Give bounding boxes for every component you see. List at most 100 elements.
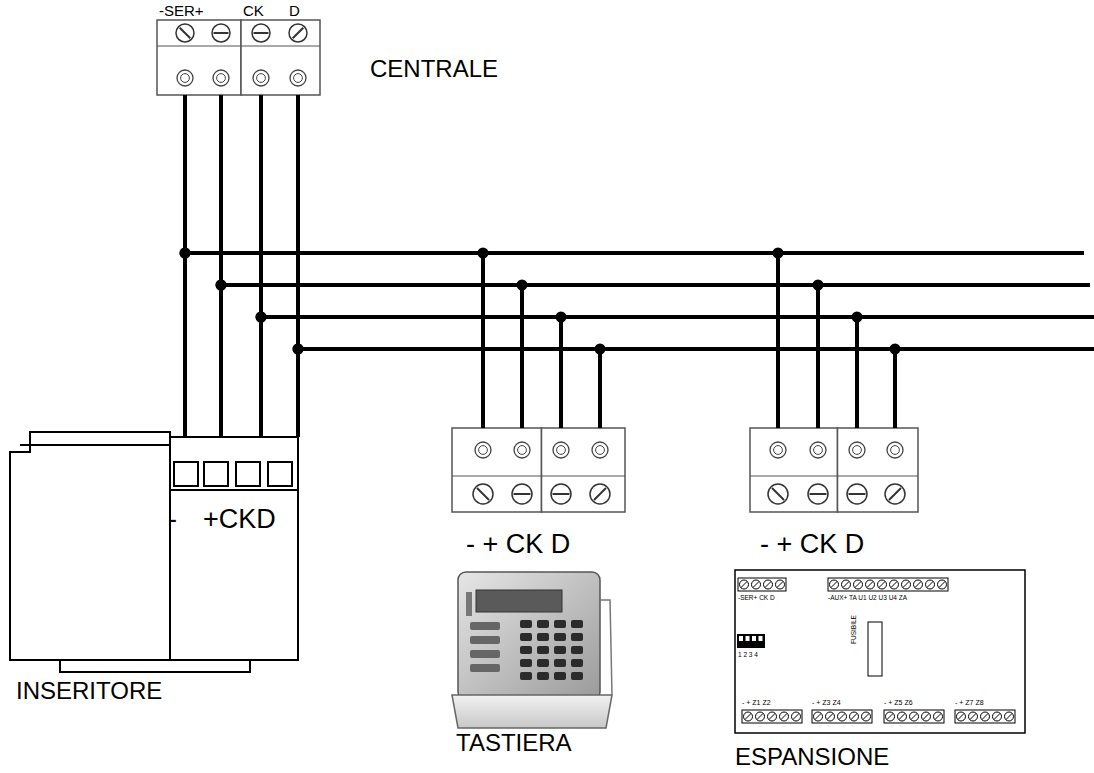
junction-dot [256, 312, 267, 323]
screw-slot [777, 582, 783, 588]
board-terminal-strip [738, 578, 786, 591]
screw-slot [839, 714, 845, 720]
board-terminal-screw [934, 712, 943, 721]
terminal-square [236, 462, 260, 486]
inseritore-housing [10, 432, 298, 672]
terminal-hole [475, 442, 491, 458]
keypad-key [520, 659, 532, 667]
screw-slot [899, 714, 905, 720]
terminal-screw [808, 484, 828, 504]
screw-slot [772, 488, 784, 500]
terminal-screw [847, 484, 867, 504]
keypad-key [571, 659, 583, 667]
terminal-label: - [168, 505, 177, 535]
screw-slot [863, 714, 869, 720]
terminal-screw [289, 24, 307, 42]
terminal-screw [176, 24, 194, 42]
screw-slot [927, 582, 933, 588]
board-terminal-screw [814, 712, 823, 721]
terminal-hole [518, 446, 527, 455]
device-label: INSERITORE [16, 678, 162, 704]
keypad-key [554, 646, 566, 654]
board-label: - + Z3 Z4 [812, 699, 841, 707]
board-terminal-screw [744, 712, 753, 721]
keypad-key [571, 633, 583, 641]
device-node: TASTIERA [452, 428, 625, 512]
board-terminal-screw [826, 712, 835, 721]
board-label: - + Z1 Z2 [742, 699, 771, 707]
device-label: TASTIERA [456, 730, 572, 756]
terminal-hole [290, 70, 306, 86]
housing-edge [20, 432, 170, 445]
terminal-screw [885, 484, 905, 504]
junction-dot [216, 280, 227, 291]
terminal-hole [514, 442, 530, 458]
keypad-key [571, 672, 583, 680]
board-label: -SER+ CK D [738, 594, 775, 601]
keypad-picture [452, 572, 612, 728]
keypad-key [470, 636, 500, 644]
terminal-hole [181, 74, 190, 83]
terminal-hole [294, 74, 303, 83]
board-terminal-strip [884, 710, 944, 723]
housing-front [170, 490, 298, 660]
keypad-lid-hinge [600, 600, 612, 695]
bus-extension [895, 347, 1094, 351]
bus-extension [857, 315, 1094, 319]
terminal-hole [553, 442, 569, 458]
terminal-divider [157, 45, 241, 46]
terminal-label: - + CK D [466, 530, 570, 560]
keypad-leds [466, 592, 472, 616]
screw-slot [180, 28, 191, 39]
terminal-screw [551, 484, 571, 504]
board-terminal-strip [742, 710, 802, 723]
terminal-divider [452, 475, 542, 476]
screw-slot [843, 582, 849, 588]
bus-extension [818, 283, 1090, 287]
screw-slot [765, 582, 771, 588]
bus-wire [261, 95, 561, 428]
board-terminal-screw [1005, 712, 1014, 721]
board-terminal-screw [969, 712, 978, 721]
screw-slot [911, 714, 917, 720]
screw-slot [849, 493, 866, 495]
screw-slot [553, 493, 570, 495]
keypad-keys [470, 620, 583, 680]
terminal-housing [241, 20, 320, 95]
terminal-screw [590, 484, 610, 504]
board-terminal-screw [776, 580, 785, 589]
terminal-hole [770, 442, 786, 458]
screw-slot [939, 582, 945, 588]
board-terminal-screw [854, 580, 863, 589]
junction-dot [478, 248, 489, 259]
keypad-key [520, 646, 532, 654]
board-terminal-strip [828, 578, 948, 591]
screw-slot [741, 582, 747, 588]
junction-dot [517, 280, 528, 291]
housing-foot [60, 660, 250, 672]
board-terminal-screw [850, 712, 859, 721]
terminal-housing [838, 428, 919, 512]
keypad-lid [452, 695, 612, 728]
screw-slot [970, 714, 976, 720]
keypad-key [470, 664, 500, 672]
board-terminal-screw [878, 580, 887, 589]
bus-connector [185, 95, 600, 428]
board-terminal-strip [955, 710, 1015, 723]
keypad-key [537, 659, 549, 667]
screw-slot [514, 493, 531, 495]
keypad-key [470, 622, 500, 630]
terminal-hole [810, 442, 826, 458]
terminal-label: -SER+ [159, 3, 204, 20]
screw-slot [855, 582, 861, 588]
screw-slot [477, 488, 489, 500]
board-terminal-screw [752, 580, 761, 589]
board-terminal-screw [910, 712, 919, 721]
board-terminal-screw [866, 580, 875, 589]
board-terminal-screw [838, 712, 847, 721]
keypad-key [554, 633, 566, 641]
terminal-screw [512, 484, 532, 504]
board-terminal-screw [740, 580, 749, 589]
